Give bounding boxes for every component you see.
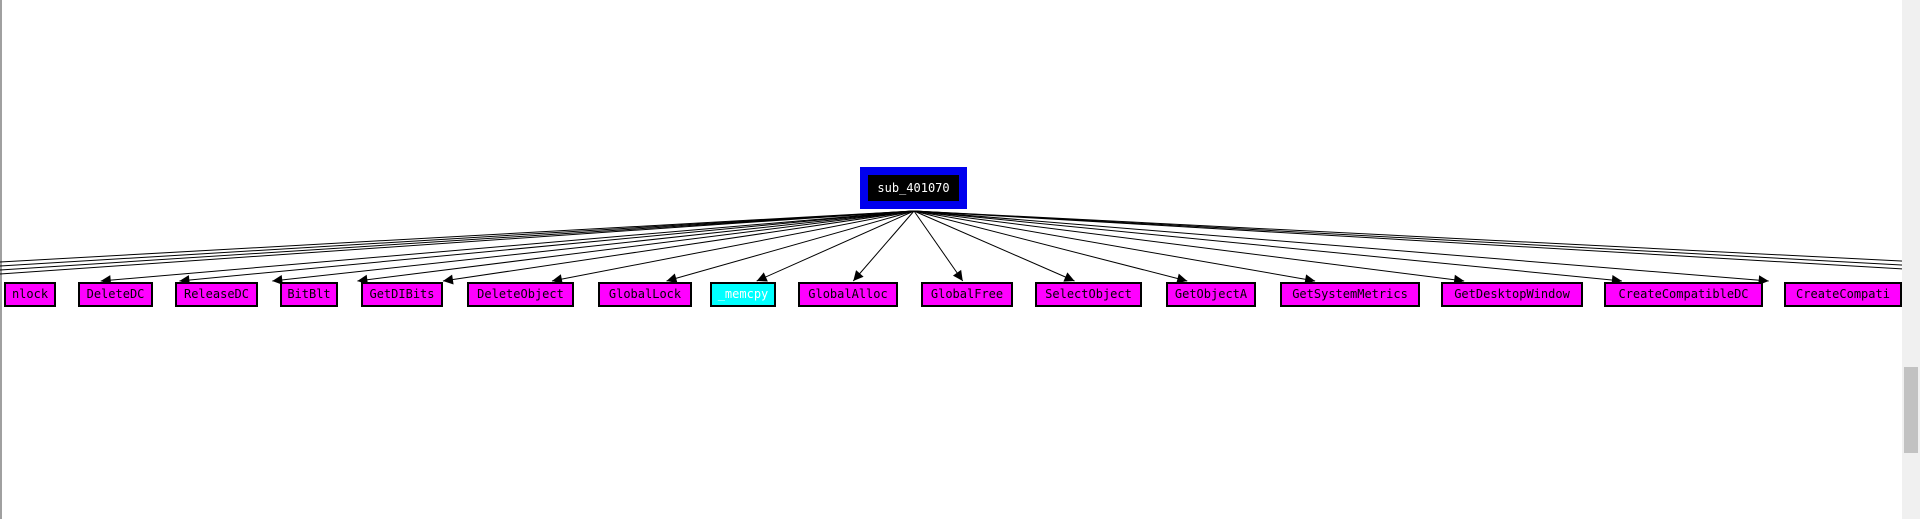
call-edge (913, 210, 1316, 282)
arrowhead (1063, 272, 1075, 282)
arrowhead (666, 273, 678, 284)
offscreen-edge (913, 210, 1920, 267)
offscreen-edge (913, 210, 1920, 263)
node-getsystemmetrics[interactable]: GetSystemMetrics (1280, 282, 1420, 307)
call-edge (913, 210, 1465, 282)
scrollbar-thumb[interactable] (1904, 367, 1918, 453)
node-nlock[interactable]: nlock (4, 282, 56, 307)
call-edge (357, 210, 915, 282)
node-getdibits[interactable]: GetDIBits (361, 282, 443, 307)
offscreen-edge (0, 210, 915, 271)
call-edge (272, 210, 915, 282)
arrowhead (1304, 274, 1316, 285)
arrowhead (1176, 273, 1188, 284)
call-edge (913, 210, 1075, 282)
offscreen-edge (0, 210, 915, 267)
arrowhead (756, 272, 768, 282)
call-edge (756, 210, 915, 282)
node-memcpy[interactable]: _memcpy (710, 282, 776, 307)
node-getdesktopwindow[interactable]: GetDesktopWindow (1441, 282, 1583, 307)
node-deletedc[interactable]: DeleteDC (78, 282, 153, 307)
root-node-sub-401070[interactable]: sub_401070 (860, 167, 967, 209)
node-globallock[interactable]: GlobalLock (598, 282, 692, 307)
call-edge (913, 210, 1188, 282)
node-releasedc[interactable]: ReleaseDC (175, 282, 258, 307)
arrowhead (442, 274, 454, 285)
offscreen-edge (913, 210, 1920, 271)
node-globalalloc[interactable]: GlobalAlloc (798, 282, 898, 307)
root-node-label: sub_401070 (868, 175, 959, 201)
call-edge (913, 210, 1622, 282)
node-getobjecta[interactable]: GetObjectA (1166, 282, 1256, 307)
call-edge (852, 210, 915, 282)
call-edge (913, 210, 964, 282)
node-createcompati[interactable]: CreateCompati (1784, 282, 1902, 307)
node-selectobject[interactable]: SelectObject (1035, 282, 1142, 307)
vertical-scrollbar[interactable] (1902, 0, 1920, 519)
arrowhead (952, 269, 963, 281)
call-edge (179, 210, 915, 282)
node-deleteobject[interactable]: DeleteObject (467, 282, 574, 307)
window-border (0, 0, 2, 519)
node-globalfree[interactable]: GlobalFree (921, 282, 1013, 307)
offscreen-edge (0, 210, 915, 263)
node-createcompatibledc[interactable]: CreateCompatibleDC (1604, 282, 1763, 307)
offscreen-edge (0, 210, 915, 275)
call-edge (666, 210, 915, 282)
call-edge (913, 210, 1769, 282)
call-edge (551, 210, 915, 282)
call-edge (100, 210, 915, 282)
arrowhead (853, 270, 864, 281)
arrowhead (551, 274, 563, 285)
call-edge (442, 210, 915, 282)
node-bitblt[interactable]: BitBlt (280, 282, 338, 307)
